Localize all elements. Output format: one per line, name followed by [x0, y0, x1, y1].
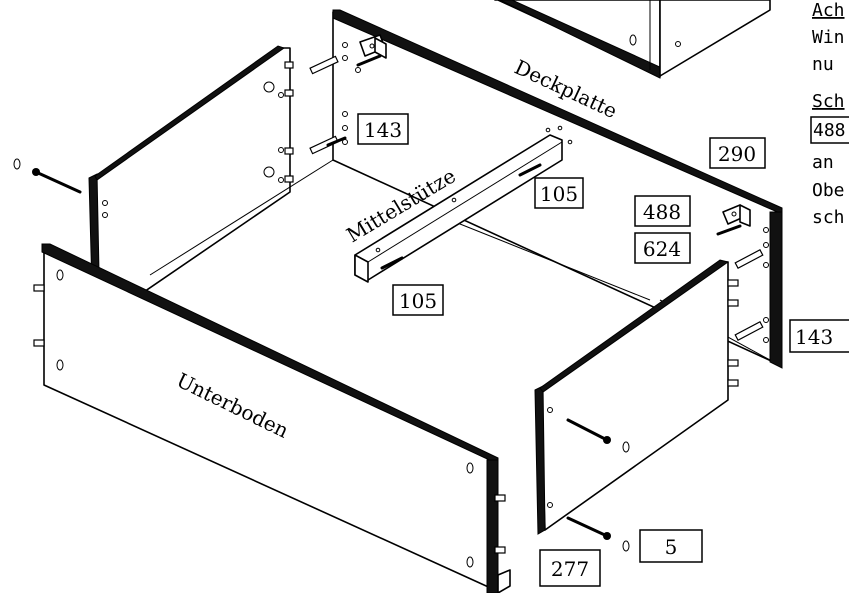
angle-bracket-right [722, 204, 751, 227]
mittelstuetze-screws [380, 163, 542, 270]
part-code-143-top: 143 [357, 113, 409, 145]
screws-deckplatte-left [326, 54, 742, 236]
svg-text:105: 105 [399, 289, 437, 313]
svg-text:an: an [812, 152, 834, 173]
svg-text:488: 488 [643, 200, 681, 224]
svg-text:Ach: Ach [812, 0, 845, 21]
svg-text:Sch: Sch [812, 91, 845, 112]
svg-text:Win: Win [812, 27, 845, 48]
part-code-624: 624 [634, 232, 691, 264]
part-code-488: 488 [634, 195, 691, 227]
svg-text:sch: sch [812, 207, 845, 228]
screws-right-panel [566, 418, 630, 552]
svg-text:277: 277 [551, 557, 589, 581]
svg-text:Obe: Obe [812, 180, 845, 201]
part-code-5: 5 [639, 529, 703, 563]
svg-text:143: 143 [795, 325, 833, 349]
svg-text:143: 143 [364, 118, 402, 142]
screw-left [13, 158, 82, 194]
dowels-deckplatte-left [309, 55, 339, 155]
part-code-277: 277 [539, 549, 601, 587]
part-code-105-lower: 105 [392, 284, 444, 316]
dowels-deckplatte-right [734, 248, 764, 342]
svg-text:5: 5 [665, 535, 678, 559]
instruction-note: Ach Win nu Sch 488 an Obe sch [810, 0, 849, 228]
svg-text:nu: nu [812, 54, 834, 75]
right-side-panel [534, 259, 739, 535]
mittelstuetze-part [354, 125, 573, 283]
part-code-105-upper: 105 [534, 177, 584, 209]
svg-text:488: 488 [813, 120, 846, 141]
part-code-143-right: 143 [789, 319, 849, 353]
svg-text:624: 624 [643, 237, 681, 261]
part-code-290: 290 [709, 137, 766, 169]
upper-cabinet-part [494, 0, 771, 79]
svg-text:105: 105 [540, 182, 578, 206]
angle-bracket-top [359, 34, 387, 59]
unterboden-panel [33, 243, 511, 593]
svg-text:290: 290 [718, 142, 756, 166]
